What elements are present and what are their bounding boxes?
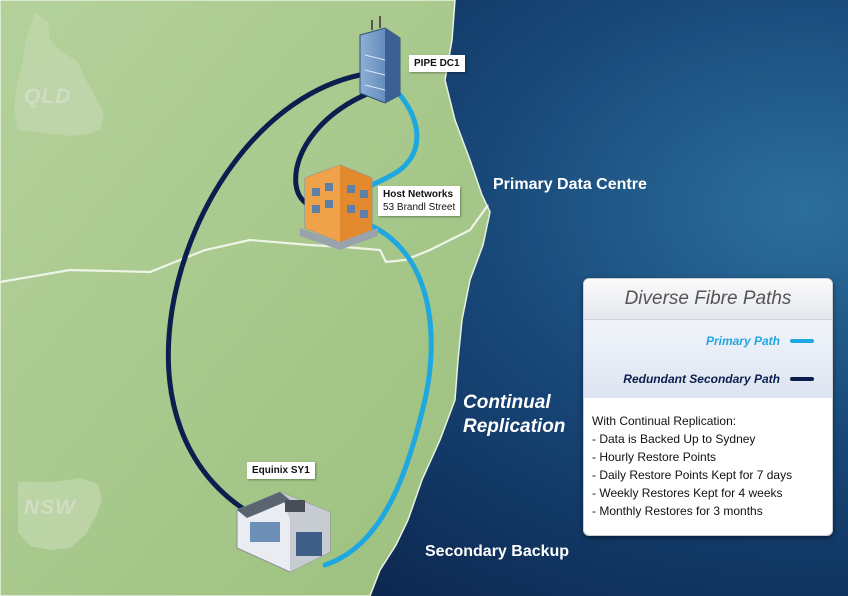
qld-outline <box>14 12 104 136</box>
legend-primary-row: Primary Path <box>706 334 814 348</box>
continual-replication-label: Continual Replication <box>463 391 565 439</box>
site-label-equinix-sy1: Equinix SY1 <box>247 462 315 479</box>
site-label-host-networks: Host Networks 53 Brandl Street <box>378 186 461 216</box>
site-name: Equinix SY1 <box>252 465 310 476</box>
secondary-backup-label: Secondary Backup <box>425 543 570 560</box>
legend-secondary-row: Redundant Secondary Path <box>623 372 814 386</box>
site-name: Host Networks <box>383 189 454 200</box>
legend-title: Diverse Fibre Paths <box>584 279 832 320</box>
landmass <box>0 0 491 596</box>
primary-path <box>322 92 434 568</box>
primary-data-centre-label: Primary Data Centre <box>493 176 647 193</box>
region-label-nsw: NSW <box>24 496 76 519</box>
notes-heading: With Continual Replication: <box>592 414 737 428</box>
legend-panel: Diverse Fibre Paths Primary Path Redunda… <box>583 278 833 536</box>
legend-primary-label: Primary Path <box>705 334 780 348</box>
note-item: - Data is Backed Up to Sydney <box>592 432 756 446</box>
site-name: PIPE DC1 <box>414 58 460 69</box>
note-item: - Daily Restore Points Kept for 7 days <box>592 468 793 482</box>
pipe-dc1-building-icon <box>359 16 401 104</box>
region-label-qld: QLD <box>24 85 72 108</box>
replication-notes: With Continual Replication: - Data is Ba… <box>584 398 832 520</box>
note-item: - Weekly Restores Kept for 4 weeks <box>592 486 783 500</box>
legend-key: Primary Path Redundant Secondary Path <box>584 320 832 398</box>
continual-line-2: Replication <box>463 416 566 437</box>
continual-line-1: Continual <box>463 392 551 413</box>
legend-secondary-label: Redundant Secondary Path <box>623 372 780 386</box>
nsw-outline <box>18 478 102 550</box>
equinix-sy1-building-icon <box>236 491 331 573</box>
note-item: - Hourly Restore Points <box>592 450 717 464</box>
note-item: - Monthly Restores for 3 months <box>592 504 763 518</box>
site-address: 53 Brandl Street <box>383 202 456 213</box>
site-label-pipe-dc1: PIPE DC1 <box>409 55 465 72</box>
legend-primary-swatch <box>790 339 814 343</box>
legend-secondary-swatch <box>790 377 814 381</box>
host-networks-building-icon <box>300 164 378 250</box>
